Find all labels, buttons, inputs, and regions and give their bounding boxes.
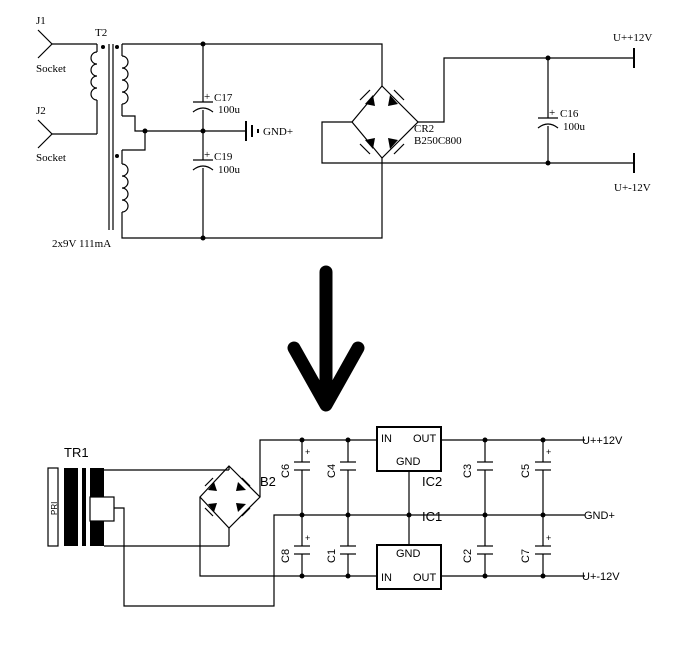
vneg-label-top: U+-12V	[614, 182, 651, 194]
terminal-vpos-top: U++12V	[613, 32, 652, 68]
transformer-t2: T2 2x9V 111mA	[52, 27, 129, 250]
c6-label: C6	[280, 464, 292, 478]
terminal-gnd-bottom: GND+	[584, 510, 615, 522]
socket-j1: J1 Socket	[36, 15, 97, 75]
vpos-label-top: U++12V	[613, 32, 652, 44]
j2-type-label: Socket	[36, 152, 66, 164]
ic1-out-pin: OUT	[413, 572, 437, 584]
ic1-gnd-pin: GND	[396, 548, 421, 560]
c17-label: C17	[214, 92, 233, 104]
c1-label: C1	[326, 549, 338, 563]
ic1-label: IC1	[422, 509, 442, 524]
socket-j2: J2 Socket	[36, 105, 97, 164]
cr2-part: B250C800	[414, 135, 462, 147]
j1-type-label: Socket	[36, 63, 66, 75]
gnd-symbol-top: GND+	[245, 121, 293, 141]
c4-label: C4	[326, 464, 338, 478]
regulator-ic2: IN OUT GND IC2	[376, 426, 442, 489]
bridge-rectifier-cr2: CR2 B250C800	[351, 85, 462, 159]
capacitor-c7: + C7	[520, 533, 551, 563]
ic2-gnd-pin: GND	[396, 456, 421, 468]
capacitor-c5: + C5	[520, 447, 551, 478]
capacitor-c4: C4	[326, 461, 356, 478]
vneg-label-bottom: U+-12V	[582, 571, 620, 583]
capacitor-c19: + C19 100u	[192, 149, 241, 176]
vpos-label-bottom: U++12V	[582, 435, 623, 447]
tr1-label: TR1	[64, 445, 89, 460]
c17-plus: +	[204, 91, 210, 103]
c17-value: 100u	[218, 104, 241, 116]
transformer-tr1: TR1 PRI	[47, 445, 115, 547]
t2-label: T2	[95, 27, 107, 39]
capacitor-c17: + C17 100u	[192, 91, 241, 116]
gnd-label-bottom: GND+	[584, 510, 615, 522]
c19-value: 100u	[218, 164, 241, 176]
c2-label: C2	[462, 549, 474, 563]
terminal-vneg-top: U+-12V	[614, 153, 651, 194]
terminal-vpos-bottom: U++12V	[582, 435, 623, 447]
svg-text:+: +	[305, 447, 310, 457]
bottom-wires	[104, 437, 585, 607]
capacitor-c1: C1	[326, 545, 356, 563]
c16-label: C16	[560, 108, 579, 120]
gnd-label-top: GND+	[263, 126, 293, 138]
transformer-spec-label: 2x9V 111mA	[52, 238, 111, 250]
down-arrow	[287, 265, 365, 412]
regulator-ic1: GND IN OUT IC1	[376, 509, 442, 590]
b2-label: B2	[260, 474, 276, 489]
c8-label: C8	[280, 549, 292, 563]
capacitor-c6: + C6	[280, 447, 310, 478]
c16-plus: +	[549, 107, 555, 119]
c5-label: C5	[520, 464, 532, 478]
svg-text:+: +	[305, 533, 310, 543]
capacitor-c8: + C8	[280, 533, 310, 563]
ic2-out-pin: OUT	[413, 433, 437, 445]
c19-plus: +	[204, 149, 210, 161]
capacitor-c16: + C16 100u	[537, 107, 586, 133]
cr2-label: CR2	[414, 123, 434, 135]
j1-label: J1	[36, 15, 46, 27]
ic2-in-pin: IN	[381, 433, 392, 445]
capacitor-c3: C3	[462, 461, 493, 478]
ic1-in-pin: IN	[381, 572, 392, 584]
c19-label: C19	[214, 151, 233, 163]
pri-label: PRI	[50, 502, 59, 515]
terminal-vneg-bottom: U+-12V	[582, 571, 620, 583]
c7-label: C7	[520, 549, 532, 563]
bridge-rectifier-b2: B2	[199, 465, 276, 529]
ic2-label: IC2	[422, 474, 442, 489]
c3-label: C3	[462, 464, 474, 478]
c16-value: 100u	[563, 121, 586, 133]
capacitor-c2: C2	[462, 545, 493, 563]
bottom-schematic: TR1 PRI	[47, 426, 623, 607]
top-wires	[121, 41, 634, 241]
j2-label: J2	[36, 105, 46, 117]
top-schematic: J1 Socket J2 Socket T2	[36, 15, 652, 250]
svg-text:+: +	[546, 447, 551, 457]
svg-text:+: +	[546, 533, 551, 543]
